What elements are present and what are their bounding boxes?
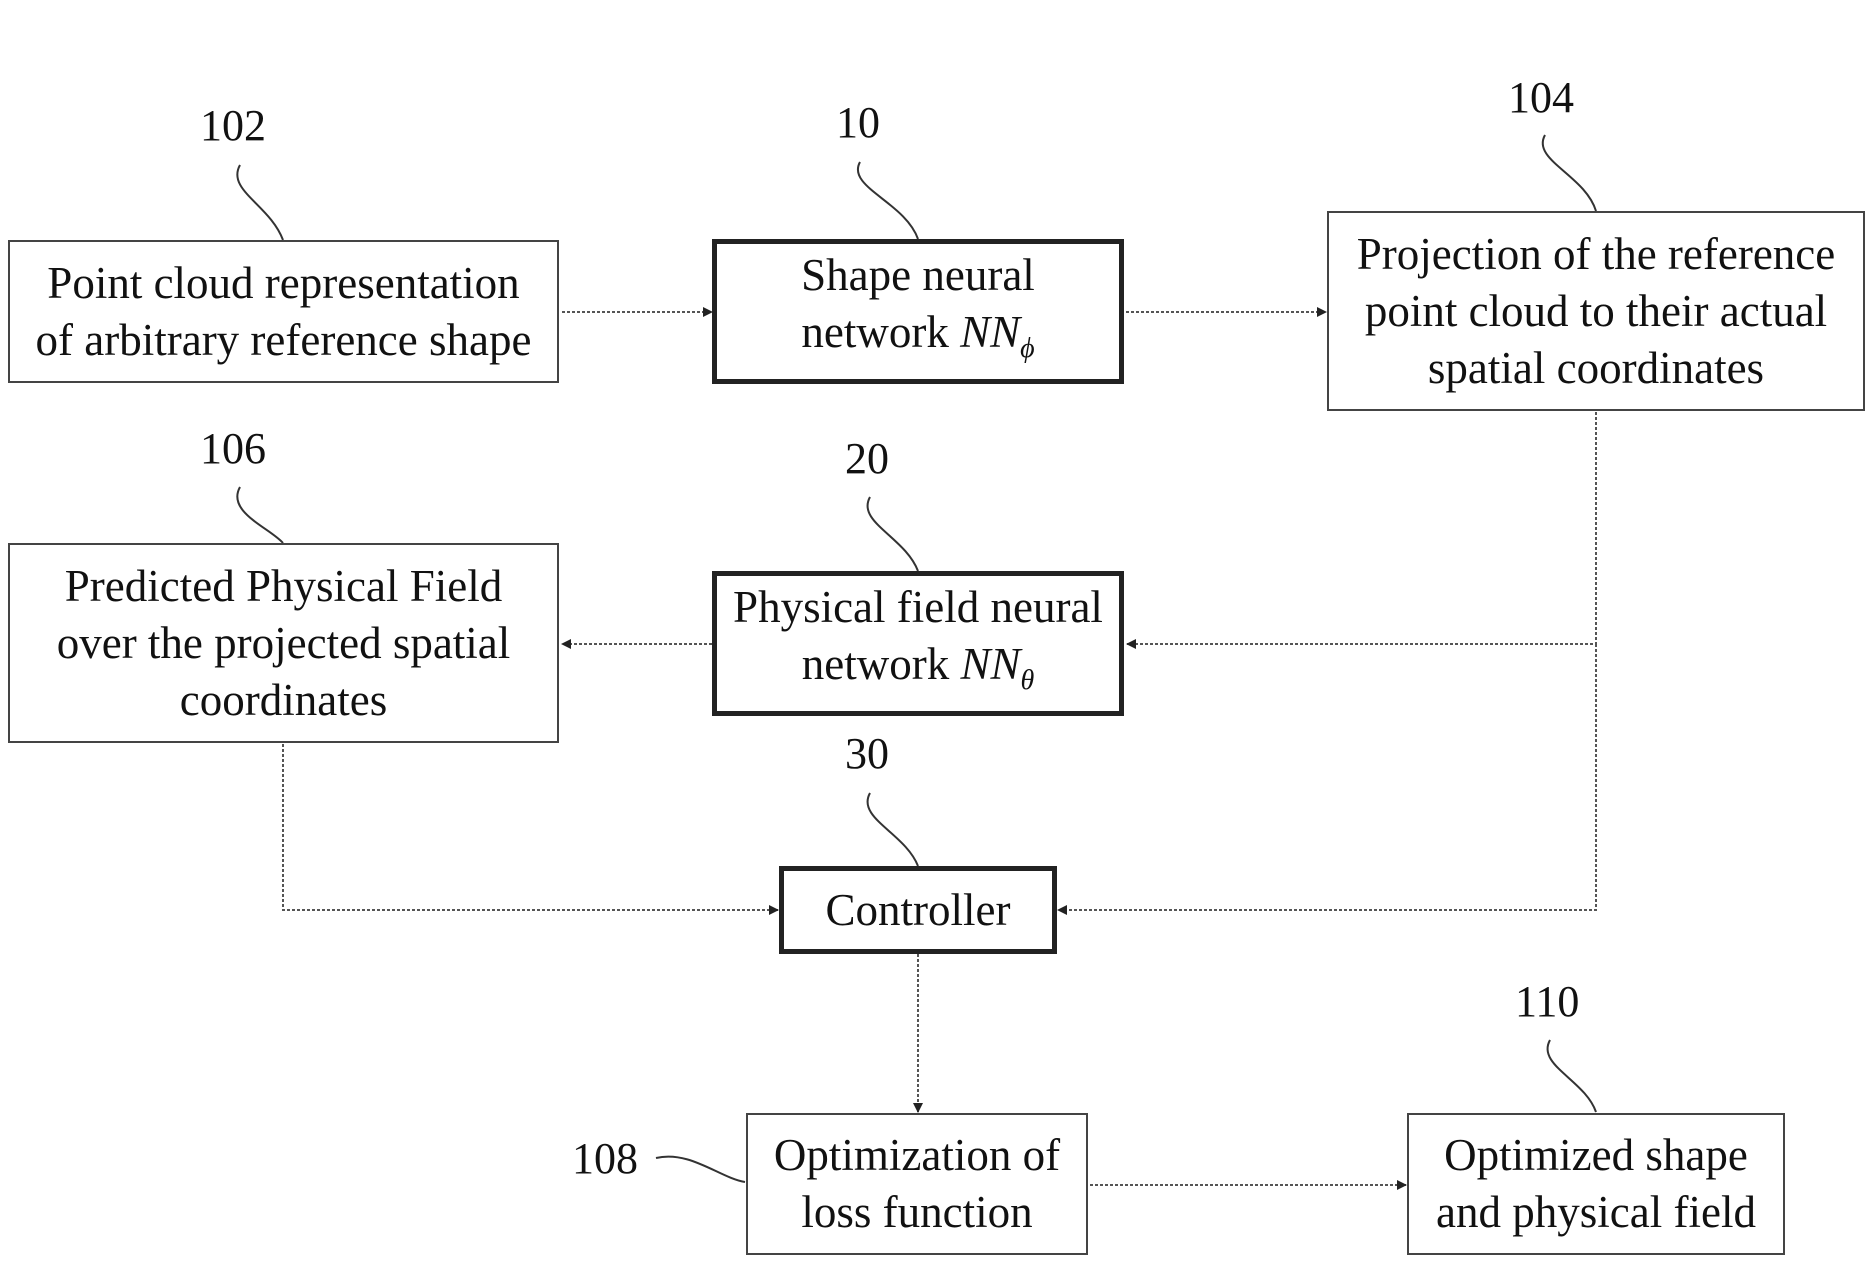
optimized-result-box: Optimized shape and physical field [1407,1113,1785,1255]
optimization-line-2: loss function [774,1184,1060,1241]
ref-numeral-10: 10 [836,97,880,148]
shape-nn-symbol: NN [960,307,1020,357]
physical-nn-line-1: Physical field neural [733,579,1103,636]
leader-line-20 [868,497,918,571]
projection-box: Projection of the reference point cloud … [1327,211,1865,411]
arrow-projection-to-physical-nn [1127,412,1596,644]
leader-line-102 [237,165,283,240]
projection-line-3: spatial coordinates [1357,340,1836,397]
shape-nn-prefix: network [801,307,960,357]
shape-nn-line-1: Shape neural [801,247,1035,304]
shape-nn-line-2: network NNϕ [801,304,1035,377]
optimization-box: Optimization of loss function [746,1113,1088,1255]
shape-nn-subscript: ϕ [1020,333,1035,364]
ref-numeral-20: 20 [845,433,889,484]
leader-line-110 [1548,1040,1596,1112]
physical-nn-line-2: network NNθ [733,636,1103,709]
controller-label: Controller [826,882,1011,939]
ref-numeral-102: 102 [200,100,266,151]
leader-line-10 [858,162,918,239]
physical-nn-prefix: network [802,639,961,689]
physical-nn-subscript: θ [1020,665,1034,696]
predicted-field-box: Predicted Physical Field over the projec… [8,543,559,743]
point-cloud-line-2: of arbitrary reference shape [36,312,532,369]
predicted-field-line-2: over the projected spatial [57,615,511,672]
controller-box: Controller [779,866,1057,954]
projection-line-2: point cloud to their actual [1357,283,1836,340]
point-cloud-line-1: Point cloud representation [36,255,532,312]
point-cloud-box: Point cloud representation of arbitrary … [8,240,559,383]
ref-numeral-108: 108 [572,1133,638,1184]
ref-numeral-110: 110 [1515,976,1579,1027]
leader-line-104 [1543,135,1596,211]
leader-line-108 [656,1157,745,1182]
optimized-line-1: Optimized shape [1436,1127,1756,1184]
leader-line-30 [868,793,918,866]
projection-line-1: Projection of the reference [1357,226,1836,283]
arrow-projection-to-controller [1058,644,1596,910]
optimized-line-2: and physical field [1436,1184,1756,1241]
predicted-field-line-3: coordinates [57,672,511,729]
optimization-line-1: Optimization of [774,1127,1060,1184]
ref-numeral-106: 106 [200,423,266,474]
arrow-predicted-field-to-controller [283,744,778,910]
shape-neural-network-box: Shape neural network NNϕ [712,239,1124,384]
ref-numeral-30: 30 [845,728,889,779]
leader-line-106 [237,487,283,543]
physical-field-neural-network-box: Physical field neural network NNθ [712,571,1124,716]
ref-numeral-104: 104 [1508,72,1574,123]
predicted-field-line-1: Predicted Physical Field [57,558,511,615]
physical-nn-symbol: NN [960,639,1020,689]
